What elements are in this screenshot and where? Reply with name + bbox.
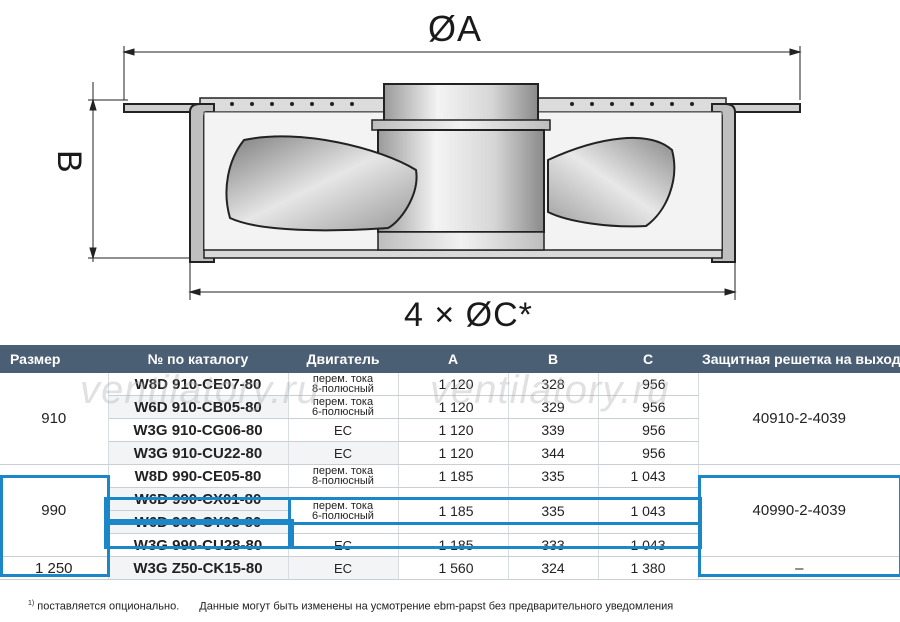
table-row: W3G 990-CU28-80 EC 1 185 333 1 043 — [0, 533, 900, 557]
motor-cell: EC — [288, 533, 399, 557]
c-cell: 956 — [598, 373, 699, 396]
table-row: W3G 910-CG06-80 EC 1 120 339 956 — [0, 418, 900, 442]
header-b: B — [508, 345, 598, 373]
guard-cell: – — [698, 556, 900, 580]
footnote: 1) поставляется опционально. Данные могут… — [28, 600, 673, 613]
a-cell: 1 120 — [398, 395, 509, 419]
fan-blades — [225, 135, 676, 232]
header-c: C — [598, 345, 698, 373]
b-cell: 324 — [508, 556, 599, 580]
a-cell: 1 560 — [398, 556, 509, 580]
table-row: 1 250 W3G Z50-CK15-80 EC 1 560 324 1 380… — [0, 556, 900, 580]
spec-table: Размер № по каталогу Двигатель A B C Защ… — [0, 345, 900, 580]
header-a: A — [398, 345, 508, 373]
dimension-c — [188, 262, 737, 300]
footnote-mark: 1) — [28, 600, 35, 607]
footnote-optional: поставляется опционально. — [34, 600, 180, 613]
dimension-b-label: B — [50, 150, 88, 173]
catalog-cell: W3G 990-CU28-80 — [108, 533, 289, 557]
dimension-b — [88, 82, 200, 262]
size-cell: 990 — [0, 464, 109, 557]
a-cell: 1 185 — [398, 487, 509, 534]
fan-technical-drawing — [88, 46, 802, 300]
motor-cell: EC — [288, 556, 399, 580]
size-cell: 1 250 — [0, 556, 109, 580]
dimension-c-label: 4 × ØC* — [404, 296, 533, 334]
c-cell: 1 043 — [598, 464, 699, 488]
dimension-a-label: ØA — [428, 8, 483, 49]
catalog-cell: W8D 990-CE05-80 — [108, 464, 289, 488]
catalog-cell: W3G 910-CU22-80 — [108, 441, 289, 465]
c-cell: 956 — [598, 395, 699, 419]
a-cell: 1 185 — [398, 464, 509, 488]
guard-cell: 40990-2-4039 — [698, 464, 900, 557]
b-cell: 328 — [508, 373, 599, 396]
table-header: Размер № по каталогу Двигатель A B C Защ… — [0, 345, 900, 373]
catalog-cell: W3G 910-CG06-80 — [108, 418, 289, 442]
a-cell: 1 120 — [398, 441, 509, 465]
catalog-cell: W8D 910-CE07-80 — [108, 373, 289, 396]
header-guard: Защитная решетка на выходе1) — [698, 345, 900, 373]
b-cell: 335 — [508, 487, 599, 534]
dimension-a — [122, 46, 802, 100]
catalog-cell: W6D 910-CB05-80 — [108, 395, 289, 419]
c-cell: 1 380 — [598, 556, 699, 580]
a-cell: 1 120 — [398, 373, 509, 396]
b-cell: 339 — [508, 418, 599, 442]
catalog-cell: W6D 990-CX01-80 — [108, 487, 289, 511]
header-catalog: № по каталогу — [108, 345, 288, 373]
b-cell: 344 — [508, 441, 599, 465]
a-cell: 1 185 — [398, 533, 509, 557]
table-row: W3G 910-CU22-80 EC 1 120 344 956 — [0, 441, 900, 465]
c-cell: 1 043 — [598, 487, 699, 534]
b-cell: 329 — [508, 395, 599, 419]
header-motor: Двигатель — [288, 345, 398, 373]
catalog-cell: W3G Z50-CK15-80 — [108, 556, 289, 580]
motor-cell: EC — [288, 441, 399, 465]
size-cell: 910 — [0, 373, 109, 465]
motor-cell: EC — [288, 418, 399, 442]
b-cell: 335 — [508, 464, 599, 488]
motor — [371, 83, 551, 251]
guard-cell: 40910-2-4039 — [698, 373, 900, 465]
catalog-cell: W6D 990-CY03-80 — [108, 510, 289, 534]
a-cell: 1 120 — [398, 418, 509, 442]
header-size: Размер — [0, 345, 108, 373]
b-cell: 333 — [508, 533, 599, 557]
c-cell: 956 — [598, 441, 699, 465]
c-cell: 956 — [598, 418, 699, 442]
c-cell: 1 043 — [598, 533, 699, 557]
footnote-disclaimer: Данные могут быть изменены на усмотрение… — [199, 600, 674, 613]
